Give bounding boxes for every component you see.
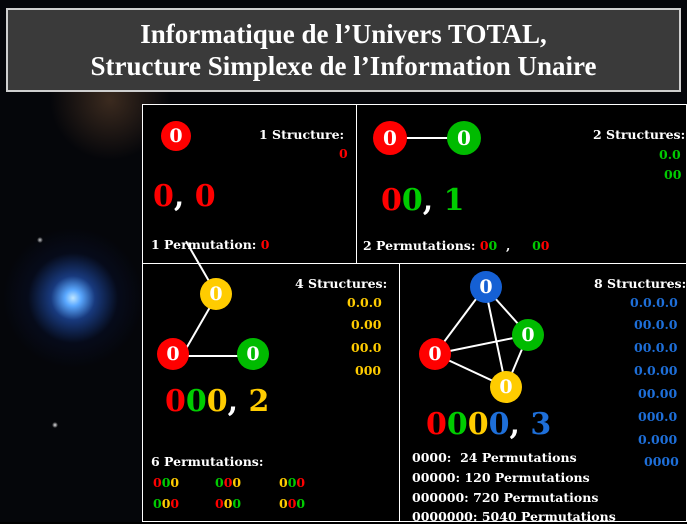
permutation-item: 000: [215, 475, 242, 490]
structure-item: 000: [355, 363, 382, 378]
value-label: 00, 1: [381, 183, 465, 218]
permutations-label: 1 Permutation: 0: [151, 237, 270, 252]
structure-item: 00.0: [351, 340, 382, 355]
structure-item: 000.0: [638, 409, 678, 424]
structure-item: 0.00: [351, 317, 382, 332]
node-yellow: 0: [200, 278, 232, 310]
permutations-label: 6 Permutations:: [151, 454, 264, 469]
node-green: 0: [512, 319, 544, 351]
panel-unary-2: 0 0 2 Structures: 0.0 00 00, 1 2 Permuta…: [356, 104, 687, 264]
node-green: 0: [447, 121, 481, 155]
title-line-1: Informatique de l’Univers TOTAL,: [140, 19, 547, 49]
structure-item: 0.0.0.0: [630, 295, 678, 310]
permutation-item: 000: [153, 475, 180, 490]
permutation-count-line: 000000: 720 Permutations: [412, 490, 599, 505]
panel-unary-3: 0 0 0 4 Structures: 0.0.0 0.00 00.0 000 …: [142, 240, 400, 522]
structure-item: 0.0.0: [347, 295, 382, 310]
value-label: 0, 0: [153, 179, 216, 214]
permutation-count-line: 0000000: 5040 Permutations: [412, 509, 616, 524]
value-label: 0000, 3: [426, 407, 552, 442]
node-red: 0: [157, 338, 189, 370]
permutation-item: 000: [153, 496, 180, 511]
panel-unary-4: 0 0 0 0 8 Structures: 0.0.0.0 00.0.0 00.…: [399, 263, 687, 524]
structures-label: 1 Structure:: [259, 127, 345, 142]
structure-item: 0: [339, 146, 348, 161]
structures-label: 8 Structures:: [594, 276, 687, 291]
structure-item: 00: [664, 167, 682, 182]
permutation-item: 000: [215, 496, 242, 511]
structure-item: 00.00: [638, 386, 678, 401]
structures-label: 4 Structures:: [295, 276, 388, 291]
value-label: 000, 2: [165, 384, 270, 419]
edge: [393, 137, 467, 139]
edge: [173, 355, 253, 357]
panel-unary-1: 0 1 Structure: 0 0, 0 1 Permutation: 0: [142, 104, 357, 264]
node-blue: 0: [470, 271, 502, 303]
permutation-item: 000: [279, 475, 306, 490]
node-green: 0: [237, 338, 269, 370]
structure-item: 0000: [644, 454, 679, 469]
structure-item: 0.000: [638, 432, 678, 447]
permutation-count-line: 0000: 24 Permutations: [412, 450, 577, 465]
permutations-label: 2 Permutations: 00 , 00: [363, 238, 550, 253]
structures-label: 2 Structures:: [593, 127, 686, 142]
node-red: 0: [161, 121, 191, 151]
structure-item: 0.0: [659, 147, 681, 162]
structure-item: 00.0.0: [634, 317, 678, 332]
node-yellow: 0: [490, 371, 522, 403]
structure-item: 00.0.0: [634, 340, 678, 355]
node-red: 0: [419, 338, 451, 370]
structure-item: 0.0.00: [634, 363, 678, 378]
node-red: 0: [373, 121, 407, 155]
permutation-item: 000: [279, 496, 306, 511]
permutation-count-line: 00000: 120 Permutations: [412, 470, 590, 485]
title-banner: Informatique de l’Univers TOTAL, Structu…: [6, 8, 681, 92]
title-line-2: Structure Simplexe de l’Information Unai…: [90, 51, 597, 81]
